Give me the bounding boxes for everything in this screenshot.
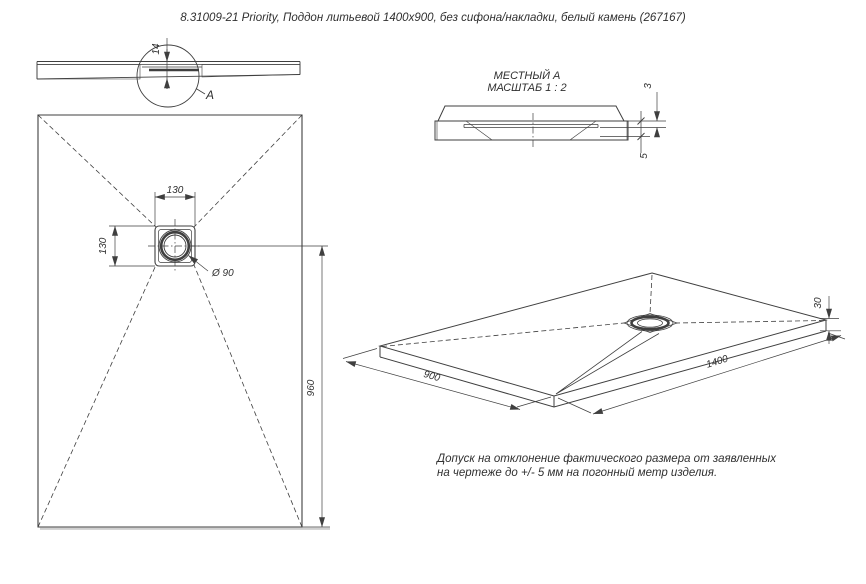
tray-outline (37, 114, 303, 528)
drain-3d-ring (630, 315, 670, 331)
section-view: 14 A (36, 38, 301, 108)
detail-body (434, 120, 629, 141)
dim-5: 5 (600, 111, 650, 159)
drain-3d (622, 313, 679, 333)
slope-crease-lines (37, 114, 303, 528)
drawing-title: 8.31009-21 Priority, Поддон литьевой 140… (180, 12, 686, 24)
detail-view: МЕСТНЫЙ А МАСШТАБ 1 : 2 3 5 (434, 69, 666, 159)
detail-cover-plate (463, 124, 599, 128)
dim-thickness-14: 14 (151, 38, 170, 89)
dim-5-text: 5 (639, 153, 650, 159)
dim-900: 900 (342, 348, 552, 410)
detail-rim (437, 105, 625, 122)
detail-profile (434, 105, 629, 148)
dim-1400: 1400 (557, 332, 846, 415)
dim-30: 30 (813, 296, 841, 344)
detail-label-a: A (205, 88, 214, 102)
dim-14-text: 14 (151, 43, 162, 55)
dim-130-vertical: 130 (98, 225, 155, 267)
detail-hatch-right (569, 120, 628, 141)
dim-960-text: 960 (306, 379, 317, 396)
detail-view-title: МЕСТНЫЙ А (494, 69, 561, 82)
detail-circle-a (136, 44, 200, 108)
tolerance-note: Допуск на отклонение фактического размер… (437, 453, 776, 480)
detail-view-scale: МАСШТАБ 1 : 2 (487, 82, 566, 94)
dim-130-horizontal: 130 (154, 185, 196, 226)
dim-130v-text: 130 (98, 237, 109, 254)
dim-3-text: 3 (643, 83, 654, 89)
plan-view: 130 130 Ø 90 960 (37, 114, 330, 530)
dim-d90-text: Ø 90 (211, 268, 234, 279)
dim-900-text: 900 (422, 369, 441, 384)
hatch-left (36, 64, 141, 80)
detail-hatch-left (436, 120, 493, 141)
iso-view: 900 1400 30 (342, 272, 846, 415)
dim-diameter-90: Ø 90 (188, 255, 234, 279)
dim-1400-text: 1400 (705, 353, 730, 370)
tray-section-profile (36, 61, 301, 80)
dim-960: 960 (191, 245, 330, 528)
detail-leader-a: A (195, 88, 214, 102)
dim-130h-text: 130 (167, 185, 184, 196)
dim-30-text: 30 (813, 297, 824, 309)
dim-3: 3 (600, 83, 666, 138)
